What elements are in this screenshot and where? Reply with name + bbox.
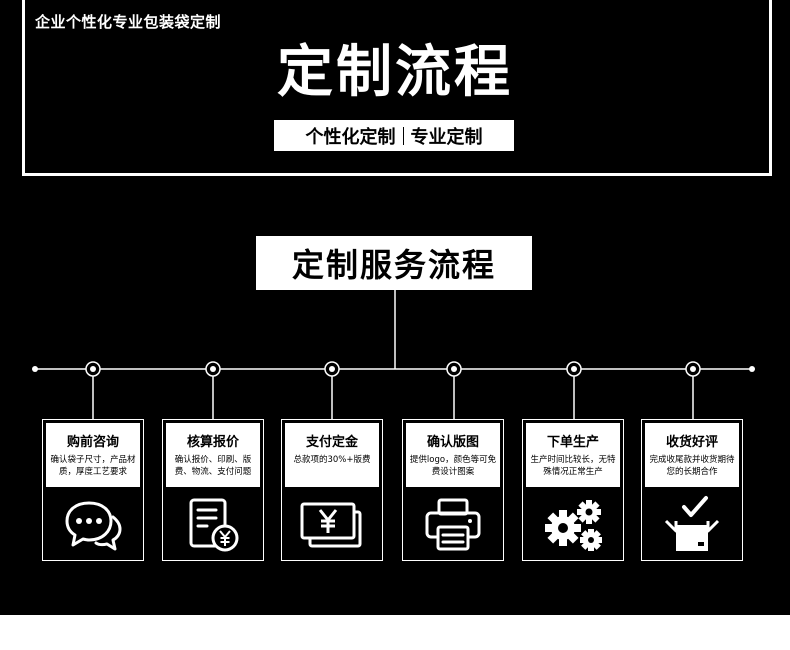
tagline-right: 专业定制	[410, 126, 483, 148]
step-card-quote: 核算报价 确认报价、印刷、版费、物流、支付问题	[162, 419, 264, 561]
step-header: 购前咨询 确认袋子尺寸，产品材质，厚度工艺要求	[46, 423, 140, 487]
timeline-end-left	[32, 366, 38, 372]
tagline-divider	[402, 126, 404, 145]
header-frame	[22, 0, 772, 176]
timeline-end-right	[749, 366, 755, 372]
section-title: 定制服务流程	[256, 236, 532, 290]
step-description: 提供logo，颜色等可免费设计图案	[409, 455, 497, 477]
chat-bubbles-icon	[43, 492, 143, 558]
step-header: 收货好评 完成收尾款并收货期待您的长期合作	[645, 423, 739, 487]
printer-icon	[403, 492, 503, 558]
timeline-node-5	[566, 361, 582, 419]
step-title: 核算报价	[186, 435, 239, 450]
timeline-node-4	[446, 361, 462, 419]
step-card-deposit: 支付定金 总款项的30%+版费	[281, 419, 383, 561]
step-description: 生产时间比较长，无特殊情况正常生产	[530, 455, 616, 477]
step-header: 确认版图 提供logo，颜色等可免费设计图案	[406, 423, 500, 487]
tagline: 个性化定制 专业定制	[274, 120, 514, 151]
step-title: 购前咨询	[66, 435, 119, 450]
header-small-title: 企业个性化专业包装袋定制	[35, 13, 222, 31]
timeline-node-3	[324, 361, 340, 419]
step-header: 核算报价 确认报价、印刷、版费、物流、支付问题	[166, 423, 260, 487]
gears-icon	[523, 492, 623, 558]
step-description: 总款项的30%+版费	[293, 455, 371, 465]
step-card-production: 下单生产 生产时间比较长，无特殊情况正常生产	[522, 419, 624, 561]
step-card-receive: 收货好评 完成收尾款并收货期待您的长期合作	[641, 419, 743, 561]
step-description: 确认袋子尺寸，产品材质，厚度工艺要求	[50, 455, 136, 477]
yen-bill-icon	[282, 492, 382, 558]
step-title: 下单生产	[546, 435, 599, 450]
page-title: 定制流程	[277, 40, 513, 105]
invoice-yen-icon	[163, 492, 263, 558]
timeline-node-6	[685, 361, 701, 419]
step-title: 收货好评	[665, 435, 718, 450]
step-card-consult: 购前咨询 确认袋子尺寸，产品材质，厚度工艺要求	[42, 419, 144, 561]
step-card-proof: 确认版图 提供logo，颜色等可免费设计图案	[402, 419, 504, 561]
timeline	[32, 290, 755, 419]
step-description: 完成收尾款并收货期待您的长期合作	[649, 455, 735, 477]
timeline-node-1	[85, 361, 101, 419]
step-header: 下单生产 生产时间比较长，无特殊情况正常生产	[526, 423, 620, 487]
tagline-left: 个性化定制	[305, 126, 396, 148]
step-title: 确认版图	[426, 435, 479, 450]
process-banner: 企业个性化专业包装袋定制 定制流程 个性化定制 专业定制 定制服务流程 购前咨询…	[0, 0, 790, 615]
box-check-icon	[642, 492, 742, 558]
step-description: 确认报价、印刷、版费、物流、支付问题	[174, 455, 252, 477]
step-header: 支付定金 总款项的30%+版费	[285, 423, 379, 487]
timeline-node-2	[205, 361, 221, 419]
step-title: 支付定金	[305, 435, 358, 450]
